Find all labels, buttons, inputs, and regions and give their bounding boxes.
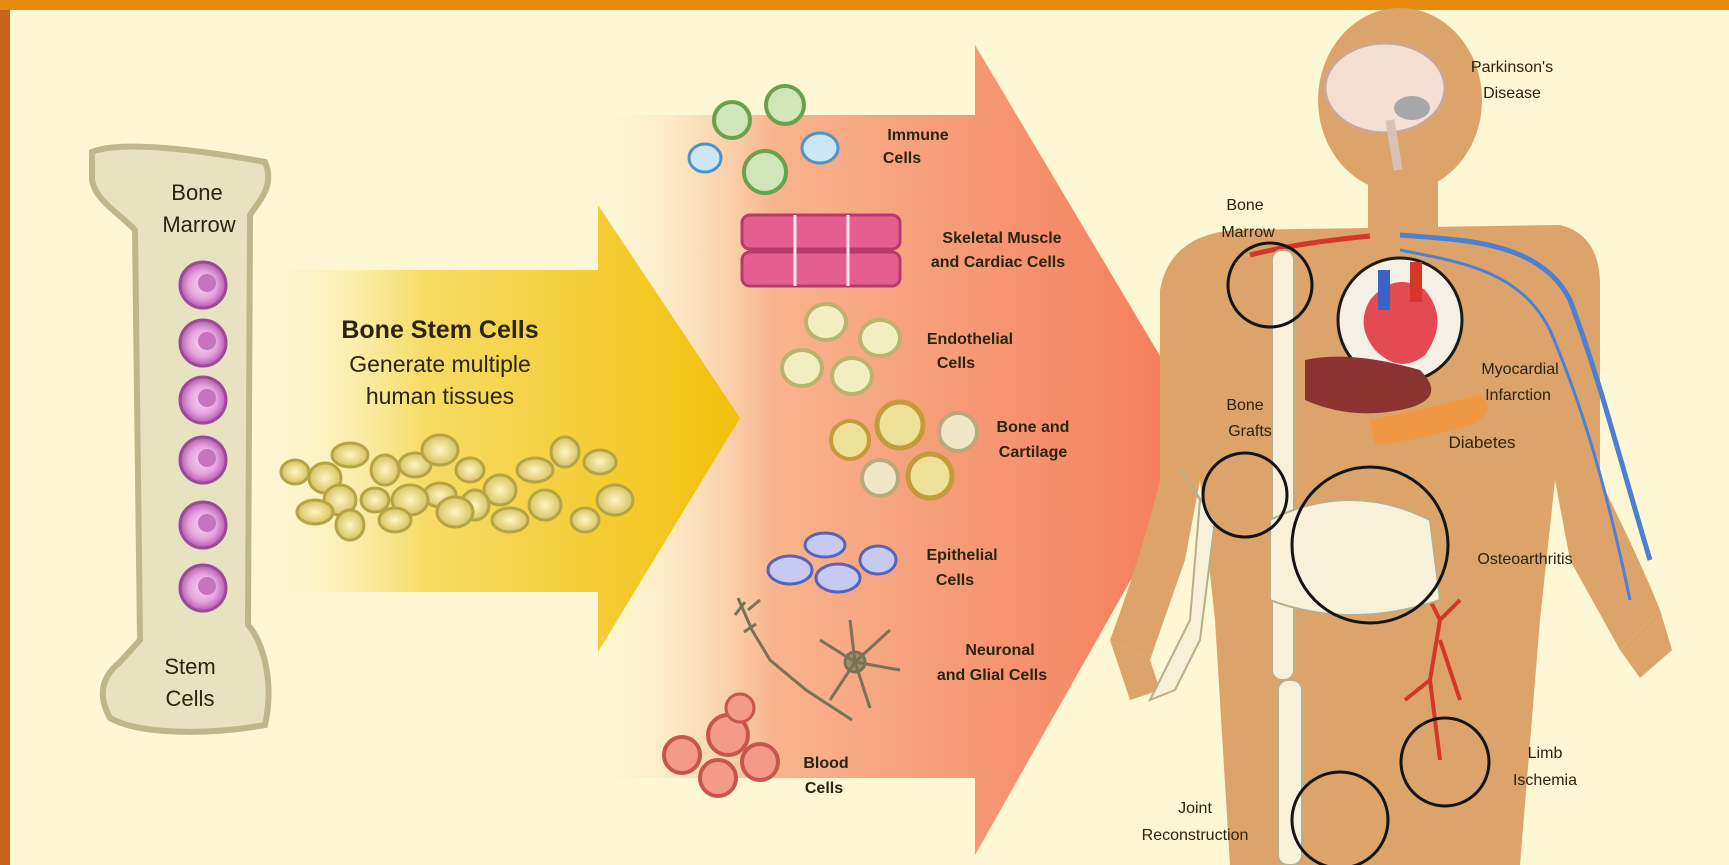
headline-title: Bone Stem Cells xyxy=(341,316,538,344)
marrow-cell-nucleus xyxy=(198,514,216,532)
cell-type-label-muscle-2: and Cardiac Cells xyxy=(931,254,1065,271)
cell-type-label-muscle-1: Skeletal Muscle xyxy=(942,230,1061,247)
stem-cell xyxy=(371,455,399,485)
cell-type-label-endothelial-2: Cells xyxy=(937,355,975,372)
stem-cell xyxy=(551,437,579,467)
label-joint-1: Joint xyxy=(1178,800,1212,817)
cell-type-label-bone-1: Bone and xyxy=(997,419,1070,436)
stem-cell xyxy=(332,443,368,467)
label-diabetes: Diabetes xyxy=(1448,433,1515,452)
stem-cell xyxy=(336,510,364,540)
label-bone-grafts-1: Bone xyxy=(1226,397,1263,414)
label-osteoarthritis: Osteoarthritis xyxy=(1477,551,1572,568)
marrow-cell-nucleus xyxy=(198,274,216,292)
bone-label-line1: Bone xyxy=(171,180,222,205)
label-parkinsons-2: Disease xyxy=(1483,85,1541,102)
cell-type-label-epithelial-1: Epithelial xyxy=(926,547,997,564)
frame-top-strip xyxy=(0,0,1729,10)
cell-type-label-endothelial-1: Endothelial xyxy=(927,331,1013,348)
stem-cell xyxy=(456,458,484,482)
cell-type-label-bone-2: Cartilage xyxy=(999,444,1068,461)
cell-type-label-blood-1: Blood xyxy=(803,755,848,772)
marrow-cell-nucleus xyxy=(198,449,216,467)
bone-label-line2: Marrow xyxy=(162,212,235,237)
stem-cell xyxy=(492,508,528,532)
cell-type-label-epithelial-2: Cells xyxy=(936,572,974,589)
label-myocardial-2: Infarction xyxy=(1485,387,1551,404)
headline-line2: human tissues xyxy=(366,383,514,409)
stem-label-line2: Cells xyxy=(166,686,215,711)
label-bone-marrow-1: Bone xyxy=(1226,197,1263,214)
stem-cell xyxy=(584,450,616,474)
label-parkinsons-1: Parkinson's xyxy=(1471,59,1553,76)
marrow-cell-nucleus xyxy=(198,577,216,595)
stem-cell xyxy=(379,508,411,532)
muscle-cells-icon xyxy=(742,215,900,286)
stem-cell xyxy=(281,460,309,484)
stem-cell xyxy=(517,458,553,482)
stem-cell xyxy=(422,435,458,465)
stem-label-line1: Stem xyxy=(164,654,215,679)
stem-cell xyxy=(571,508,599,532)
label-limb-1: Limb xyxy=(1528,745,1563,762)
label-joint-2: Reconstruction xyxy=(1142,827,1249,844)
cell-type-label-immune-2: Cells xyxy=(883,150,921,167)
label-limb-2: Ischemia xyxy=(1513,772,1577,789)
stem-cell xyxy=(437,497,473,527)
label-bone-grafts-2: Grafts xyxy=(1228,423,1272,440)
label-bone-marrow-2: Marrow xyxy=(1221,224,1275,241)
stem-cell xyxy=(597,485,633,515)
cell-type-label-neuronal-1: Neuronal xyxy=(965,642,1034,659)
cell-type-label-blood-2: Cells xyxy=(805,780,843,797)
headline-line1: Generate multiple xyxy=(349,351,531,377)
marrow-cell-nucleus xyxy=(198,389,216,407)
cell-type-label-immune-1: Immune xyxy=(887,127,948,144)
cell-type-label-neuronal-2: and Glial Cells xyxy=(937,667,1047,684)
label-myocardial-1: Myocardial xyxy=(1481,361,1558,378)
stem-cell xyxy=(529,490,561,520)
stem-cell xyxy=(297,500,333,524)
stem-cell xyxy=(361,488,389,512)
marrow-cell-nucleus xyxy=(198,332,216,350)
